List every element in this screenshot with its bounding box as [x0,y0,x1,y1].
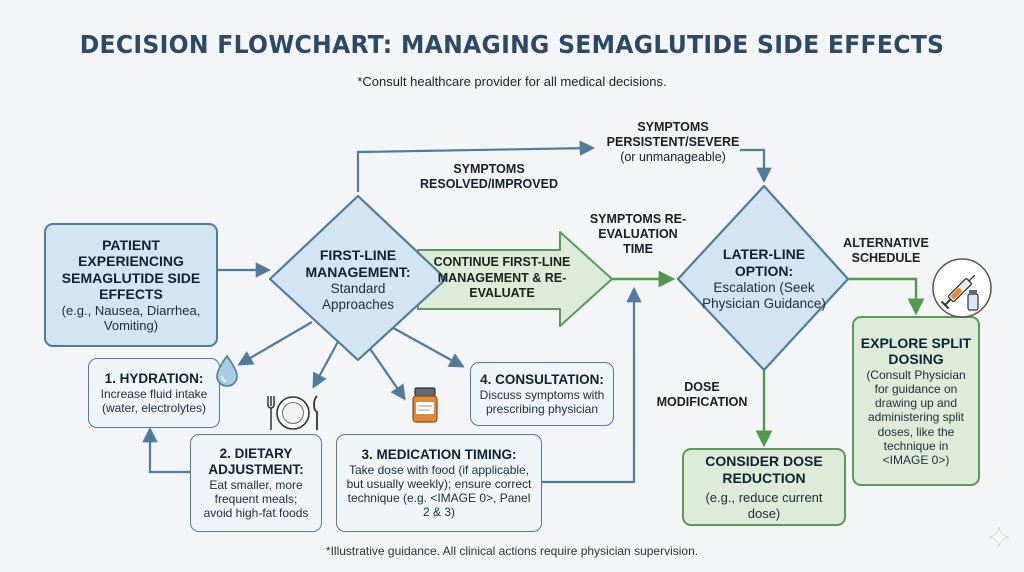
label-persistent: SYMPTOMS PERSISTENT/SEVERE (or unmanagea… [588,120,758,165]
firstline-diamond [268,194,448,362]
connector-dietary-to-hydration [142,426,190,474]
dietary-node-title: 2. DIETARY ADJUSTMENT: [208,445,304,477]
medication-node-title: 3. MEDICATION TIMING: [361,446,517,462]
continue-block-arrow [417,231,613,327]
label-resolved: SYMPTOMS RESOLVED/IMPROVED [420,162,558,191]
consultation-node: 4. CONSULTATION: Discuss symptoms with p… [470,362,614,426]
laterline-node: LATER-LINE OPTION: Escalation (Seek Phys… [702,230,826,328]
connector-firstline-to-persistent [356,140,596,192]
connector-to-consultation [385,323,465,368]
connector-medication-to-reeval [542,286,642,484]
page-subtitle: *Consult healthcare provider for all med… [357,74,667,89]
sparkle-icon [988,526,1010,548]
firstline-node-text: Standard Approaches [321,280,395,312]
connector-laterline-to-split [848,277,925,316]
hydration-node-text: Increase fluid intake (water, electrolyt… [100,386,208,415]
firstline-node: FIRST-LINE MANAGEMENT: Standard Approach… [296,236,420,324]
label-reeval: SYMPTOMS RE-EVALUATION TIME [589,212,687,256]
consultation-node-text: Discuss symptoms with prescribing physic… [479,387,605,416]
label-persistent-title: SYMPTOMS PERSISTENT/SEVERE [606,120,740,149]
firstline-node-title: FIRST-LINE MANAGEMENT: [305,247,411,280]
dietary-node-text: Eat smaller, more frequent meals; avoid … [203,477,309,520]
start-node-title: PATIENT EXPERIENCING SEMAGLUTIDE SIDE EF… [61,236,201,303]
syringe-vial-icon [932,258,992,318]
laterline-node-text: Escalation (Seek Physician Guidance) [702,279,826,311]
medication-node: 3. MEDICATION TIMING: Take dose with foo… [336,434,542,532]
dose-reduction-node-title: CONSIDER DOSE REDUCTION [705,453,823,486]
medication-node-text: Take dose with food (if applicable, but … [346,462,532,520]
connector-to-dietary [312,337,341,389]
start-node: PATIENT EXPERIENCING SEMAGLUTIDE SIDE EF… [44,223,218,347]
laterline-node-title: LATER-LINE OPTION: [722,246,806,279]
split-dosing-node-title: EXPLORE SPLIT DOSING [860,334,972,368]
split-dosing-node-text: (Consult Physician for guidance on drawi… [866,367,966,467]
label-dose-modification: DOSE MODIFICATION [656,380,748,409]
dose-reduction-node-text: (e.g., reduce current dose) [705,490,823,521]
plate-utensils-icon [267,395,318,430]
connector-to-hydration [237,321,313,366]
pill-bottle-icon [412,387,438,423]
page-footer: *Illustrative guidance. All clinical act… [325,544,699,558]
consultation-node-title: 4. CONSULTATION: [480,371,604,387]
label-alternative: ALTERNATIVE SCHEDULE [843,236,929,265]
hydration-node-title: 1. HYDRATION: [104,370,204,386]
connector-persistent-to-laterline [740,148,772,184]
page-title: DECISION FLOWCHART: MANAGING SEMAGLUTIDE… [79,30,945,59]
start-node-text: (e.g., Nausea, Diarrhea, Vomiting) [61,302,201,334]
dietary-node: 2. DIETARY ADJUSTMENT: Eat smaller, more… [190,434,322,532]
water-drop-icon [216,354,238,387]
split-dosing-node: EXPLORE SPLIT DOSING (Consult Physician … [852,316,980,486]
continue-label: CONTINUE FIRST-LINE MANAGEMENT & RE-EVAL… [433,255,571,301]
label-persistent-note: (or unmanageable) [620,150,726,164]
dose-reduction-node: CONSIDER DOSE REDUCTION (e.g., reduce cu… [682,448,846,526]
hydration-node: 1. HYDRATION: Increase fluid intake (wat… [88,358,220,428]
